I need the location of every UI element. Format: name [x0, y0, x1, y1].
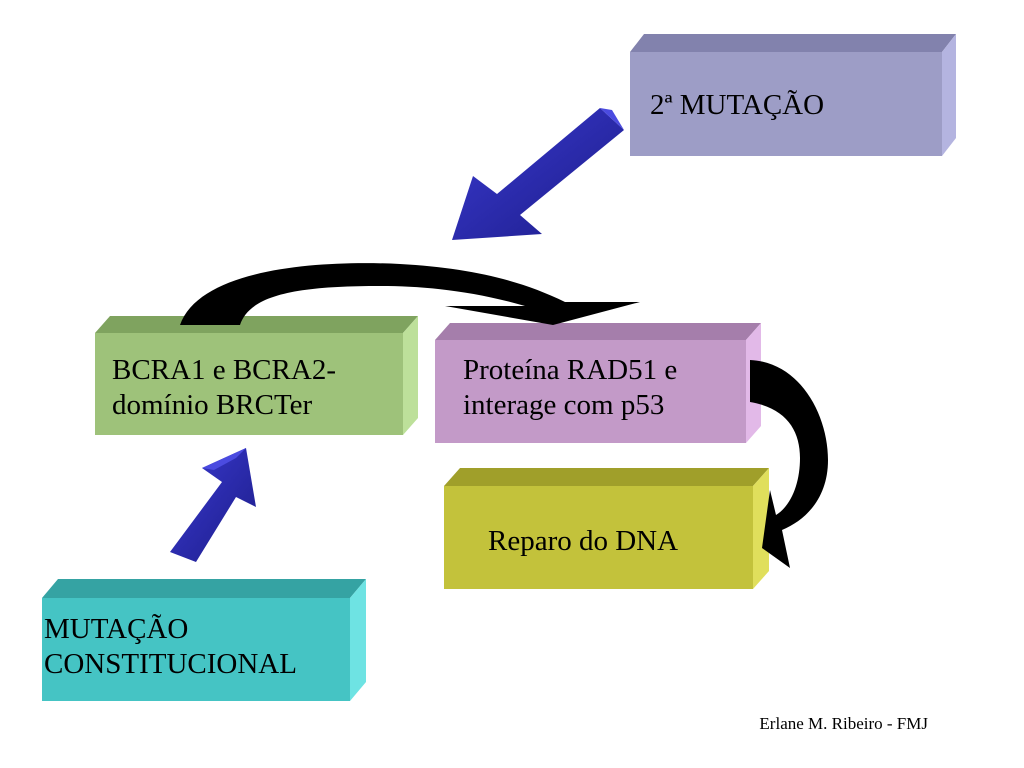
dna-repair-label: Reparo do DNA	[488, 525, 679, 557]
block-arrow-second-mutation	[452, 108, 624, 240]
constitutional-label-line1: MUTAÇÃO	[44, 613, 189, 645]
block-arrow-constitutional	[170, 448, 256, 562]
dna-repair-box	[444, 468, 769, 589]
second-mutation-box	[630, 34, 956, 156]
rad51-label-line1: Proteína RAD51 e	[463, 354, 678, 386]
second-mutation-label: 2ª MUTAÇÃO	[650, 89, 825, 121]
rad51-box	[435, 323, 761, 443]
brca-label-line2: domínio BRCTer	[112, 389, 313, 421]
rad51-label-line2: interage com p53	[463, 389, 665, 421]
brca-box	[95, 316, 418, 435]
curved-arrow-rad51-to-repair	[750, 360, 828, 568]
author-credit: Erlane M. Ribeiro - FMJ	[759, 714, 928, 733]
curved-arrow-brca-to-rad51	[180, 263, 640, 325]
brca-label-line1: BCRA1 e BCRA2-	[112, 354, 336, 386]
constitutional-mutation-box	[42, 579, 366, 701]
constitutional-label-line2: CONSTITUCIONAL	[44, 648, 297, 680]
